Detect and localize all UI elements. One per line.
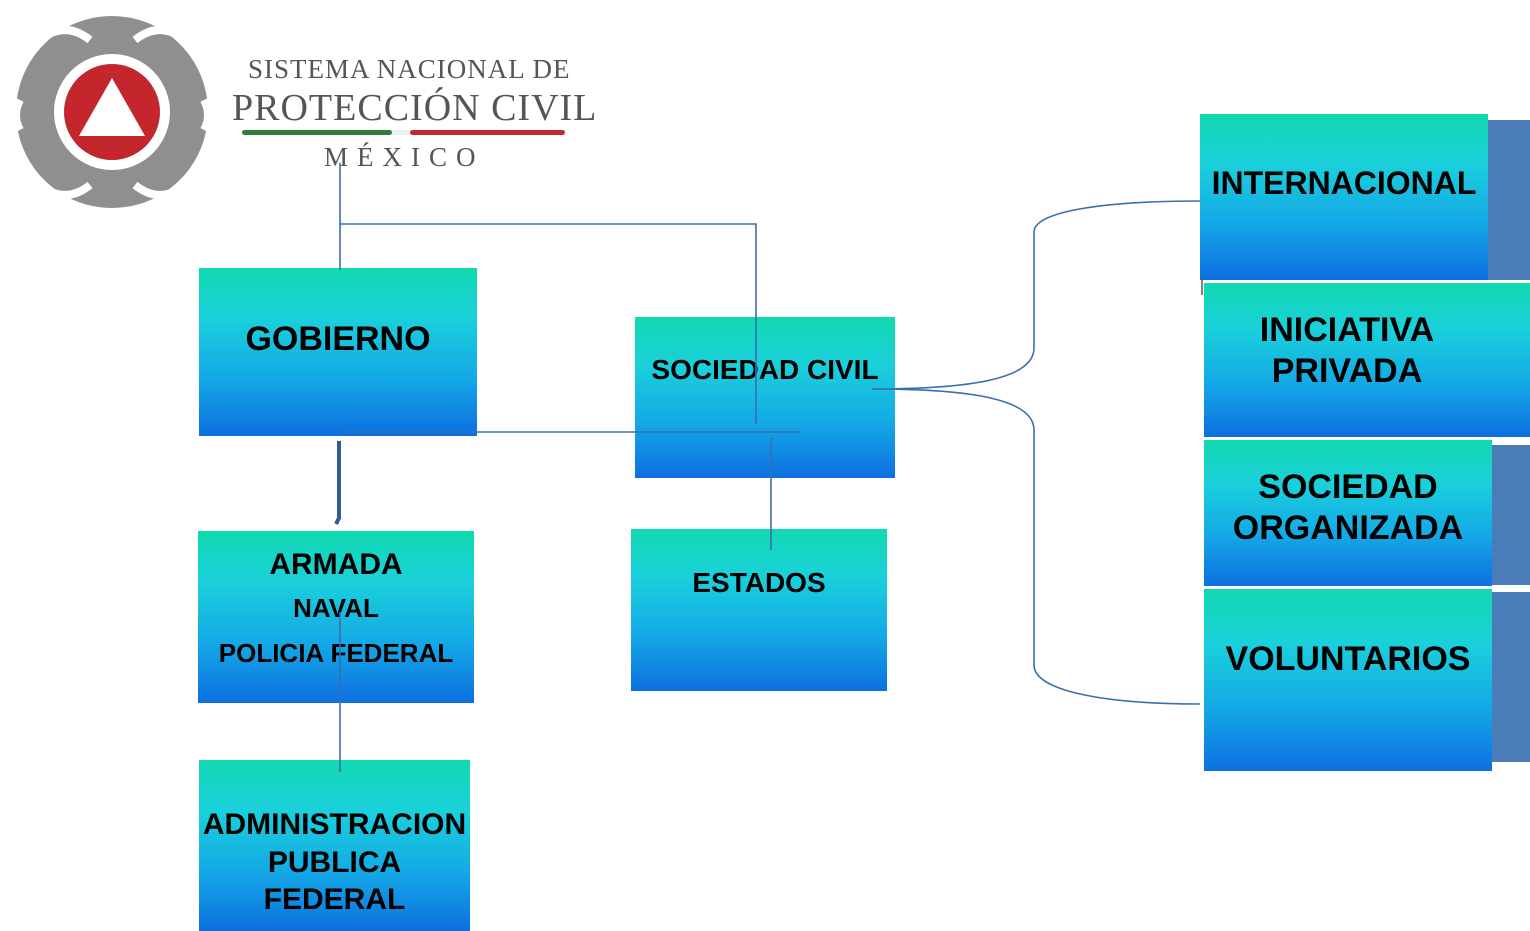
node-gobierno-label: GOBIERNO [245, 320, 431, 358]
node-estados: ESTADOS [631, 529, 887, 691]
connector-sociedad-upper-branch [871, 200, 1201, 390]
slab-sociedad-organizada [1492, 445, 1530, 585]
logo-flag-red-bar [410, 130, 565, 135]
node-administracion: ADMINISTRACION PUBLICA FEDERAL [199, 760, 470, 931]
node-armada-line1: ARMADA [269, 548, 403, 581]
node-administracion-line1: ADMINISTRACION [202, 808, 467, 841]
node-iniciativa-privada-line1: INICIATIVA [1259, 311, 1435, 349]
node-sociedad-civil-label: SOCIEDAD CIVIL [651, 354, 879, 385]
logo-flag-white-bar [392, 130, 410, 135]
node-iniciativa-privada: INICIATIVA PRIVADA [1204, 283, 1530, 437]
node-internacional-label: INTERNACIONAL [1211, 165, 1477, 201]
node-administracion-line2: PUBLICA FEDERAL [263, 845, 406, 917]
node-armada: ARMADA NAVAL POLICIA FEDERAL [198, 531, 474, 703]
logo-flag-green-bar [242, 130, 392, 135]
logo-emblem [12, 16, 212, 208]
node-sociedad-organizada-line1: SOCIEDAD [1258, 468, 1438, 506]
connector-sociedad-lower-branch [871, 388, 1201, 705]
node-sociedad-organizada-line2: ORGANIZADA [1232, 508, 1464, 547]
node-voluntarios: VOLUNTARIOS [1204, 589, 1492, 771]
logo-title-line3: MÉXICO [324, 142, 485, 172]
slab-voluntarios [1492, 592, 1530, 762]
logo-title-line2: PROTECCIÓN CIVIL [232, 87, 598, 129]
node-iniciativa-privada-line2: PRIVADA [1271, 351, 1423, 390]
node-internacional: INTERNACIONAL [1200, 114, 1488, 280]
node-gobierno: GOBIERNO [199, 268, 477, 436]
node-sociedad-civil: SOCIEDAD CIVIL [635, 317, 895, 478]
node-armada-line3: POLICIA FEDERAL [218, 638, 454, 669]
node-sociedad-organizada: SOCIEDAD ORGANIZADA [1204, 440, 1492, 586]
node-voluntarios-label: VOLUNTARIOS [1225, 640, 1471, 678]
node-estados-label: ESTADOS [692, 567, 826, 598]
logo-title-line1: SISTEMA NACIONAL DE [248, 54, 571, 84]
node-armada-line2: NAVAL [293, 593, 379, 623]
logo: SISTEMA NACIONAL DE PROTECCIÓN CIVIL MÉX… [0, 0, 600, 230]
slab-internacional [1488, 120, 1530, 280]
connector-gobierno-to-armada [334, 441, 341, 525]
